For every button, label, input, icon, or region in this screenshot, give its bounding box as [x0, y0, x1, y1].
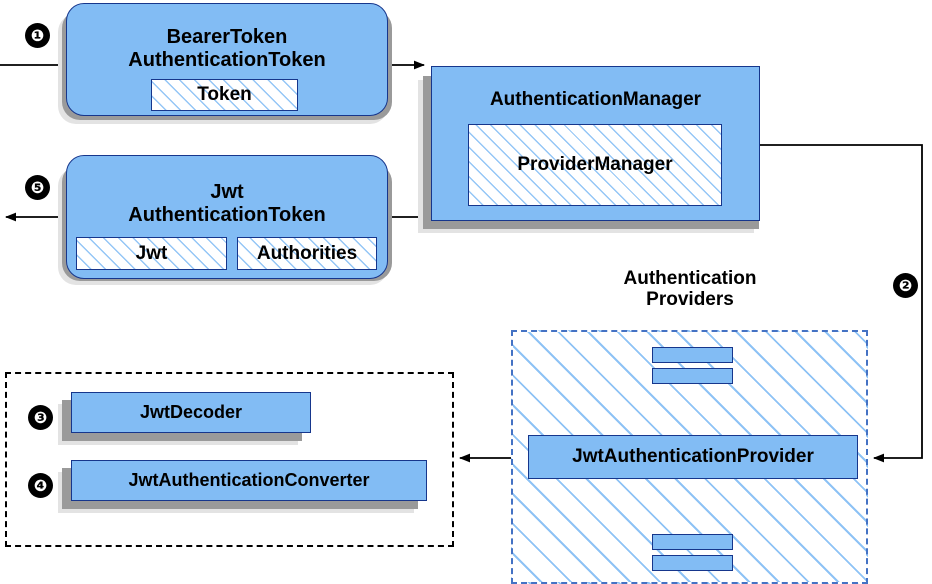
placeholder-provider-bar-1 [652, 347, 733, 363]
badge-step-3: ❸ [28, 405, 53, 430]
node-jwt-authentication-converter[interactable]: JwtAuthenticationConverter [71, 460, 427, 501]
support-components-container [5, 372, 454, 547]
jwt-authentication-provider-label: JwtAuthenticationProvider [572, 446, 814, 467]
badge-step-2: ❷ [893, 273, 918, 298]
bearer-token-title-line1: BearerToken [166, 25, 288, 48]
jwt-authentication-converter-label: JwtAuthenticationConverter [128, 470, 370, 490]
providers-caption-line2: Providers [646, 289, 734, 311]
jwt-token-title-line2: AuthenticationToken [128, 204, 326, 226]
providers-caption: Authentication Providers [588, 268, 792, 311]
inner-box-jwt: Jwt [76, 237, 227, 270]
placeholder-provider-bar-2 [652, 368, 733, 384]
node-jwt-decoder[interactable]: JwtDecoder [71, 392, 311, 433]
providers-caption-line1: Authentication [623, 268, 757, 289]
bearer-token-title-line2: AuthenticationToken [128, 48, 326, 71]
badge-step-4: ❹ [28, 473, 53, 498]
jwt-token-title-line1: Jwt [210, 181, 244, 204]
placeholder-provider-bar-4 [652, 555, 733, 571]
inner-box-authorities: Authorities [237, 237, 377, 270]
authentication-manager-title: AuthenticationManager [489, 89, 702, 110]
badge-step-1: ❶ [25, 23, 50, 48]
inner-box-token: Token [151, 79, 298, 111]
badge-step-5: ❺ [25, 175, 50, 200]
node-jwt-authentication-provider[interactable]: JwtAuthenticationProvider [528, 435, 858, 479]
placeholder-provider-bar-3 [652, 534, 733, 550]
inner-box-provider-manager: ProviderManager [468, 124, 722, 206]
jwt-decoder-label: JwtDecoder [139, 402, 243, 422]
